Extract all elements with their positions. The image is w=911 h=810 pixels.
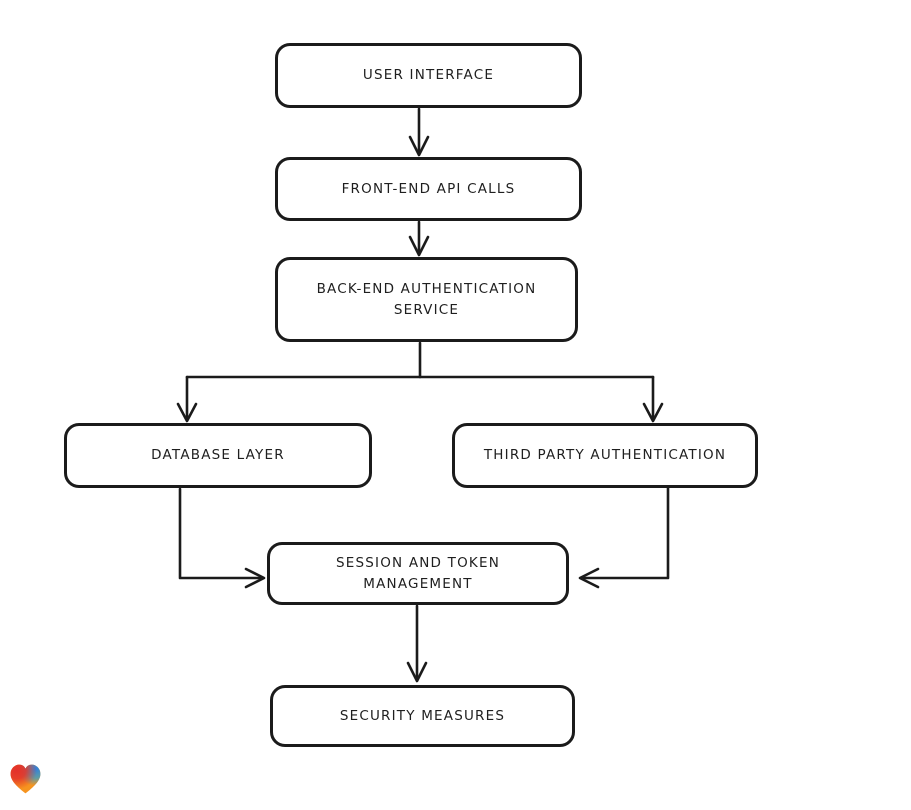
node-frontend-api-calls: FRONT-END API CALLS <box>275 157 582 221</box>
edge-session-to-security <box>406 604 428 683</box>
edge-user-interface-to-frontend <box>408 107 430 157</box>
heart-icon <box>10 764 41 794</box>
node-security-measures: SECURITY MEASURES <box>270 685 575 747</box>
node-label: SESSION AND TOKEN MANAGEMENT <box>335 555 500 592</box>
node-session-token-management: SESSION AND TOKEN MANAGEMENT <box>267 542 569 605</box>
node-label: SECURITY MEASURES <box>339 707 506 724</box>
node-label: FRONT-END API CALLS <box>341 180 516 197</box>
heart-gradient-logo <box>8 761 43 798</box>
node-label: BACK-END AUTHENTICATION SERVICE <box>316 281 537 318</box>
edge-database-to-session <box>178 487 266 589</box>
edge-backend-branch <box>176 341 664 423</box>
node-backend-authentication-service: BACK-END AUTHENTICATION SERVICE <box>275 257 578 342</box>
node-third-party-authentication: THIRD PARTY AUTHENTICATION <box>452 423 758 488</box>
node-user-interface: USER INTERFACE <box>275 43 582 108</box>
node-label: THIRD PARTY AUTHENTICATION <box>483 447 727 464</box>
node-database-layer: DATABASE LAYER <box>64 423 372 488</box>
edge-frontend-to-backend <box>408 220 430 257</box>
edge-thirdparty-to-session <box>578 484 670 589</box>
node-label: DATABASE LAYER <box>151 447 285 464</box>
node-label: USER INTERFACE <box>362 67 495 84</box>
